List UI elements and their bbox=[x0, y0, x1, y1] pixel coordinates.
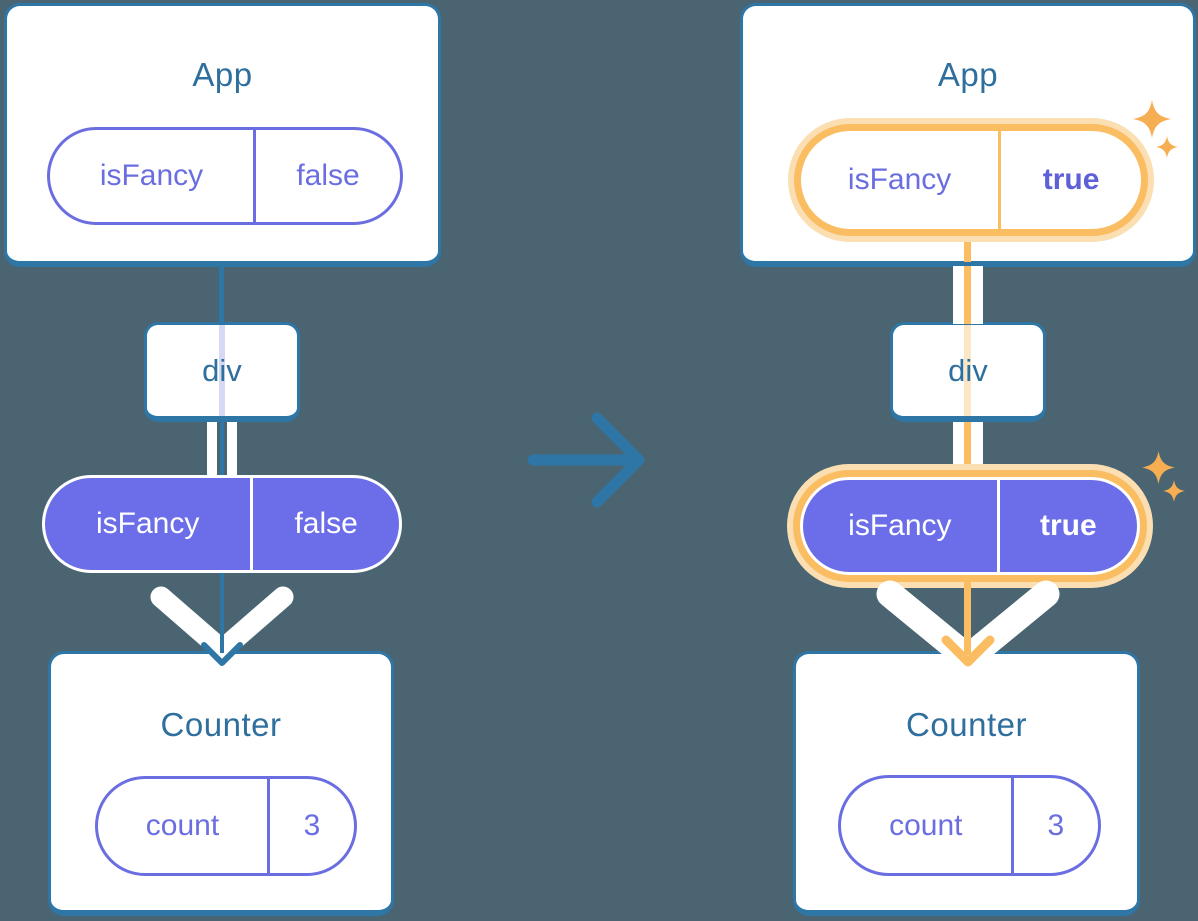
sparkle-icon bbox=[1133, 100, 1171, 138]
before-div-box: div bbox=[144, 322, 300, 422]
before-counter-state-name: count bbox=[145, 809, 220, 842]
after-arrowhead-icon bbox=[941, 635, 995, 667]
before-pipe-core-line bbox=[220, 422, 224, 478]
before-pipe-white-rail-left bbox=[207, 422, 217, 478]
after-pipe-white-rail-left bbox=[953, 422, 964, 480]
after-prop-pill: isFancy true bbox=[800, 477, 1140, 575]
sparkle-icon bbox=[1142, 451, 1175, 484]
after-counter-state-name: count bbox=[889, 808, 963, 842]
before-counter-title: Counter bbox=[160, 706, 282, 743]
after-counter-title: Counter bbox=[906, 706, 1027, 743]
after-app-card: App isFancy true bbox=[740, 3, 1196, 267]
before-app-div-edge-line bbox=[219, 266, 224, 324]
before-app-title: App bbox=[192, 56, 253, 93]
before-prop-pill: isFancy false bbox=[42, 475, 402, 573]
before-prop-pill-value: false bbox=[250, 478, 399, 570]
before-app-card: App isFancy false bbox=[4, 3, 441, 267]
sparkle-icon bbox=[1156, 136, 1178, 158]
after-counter-card: Counter count 3 bbox=[793, 651, 1140, 916]
transition-arrow-icon bbox=[527, 412, 645, 508]
before-app-prop-name: isFancy bbox=[99, 159, 204, 192]
before-arrowhead-icon bbox=[201, 642, 243, 666]
after-edge-white-rail-right bbox=[971, 266, 983, 324]
before-counter-card: Counter count 3 bbox=[48, 651, 394, 916]
after-prop-pill-name: isFancy bbox=[848, 509, 952, 542]
before-arrow-shaft-line bbox=[220, 573, 224, 653]
after-app-prop-name: isFancy bbox=[847, 163, 952, 196]
before-counter-state-value: 3 bbox=[266, 779, 354, 873]
before-counter-state-pill: count 3 bbox=[95, 776, 357, 876]
before-prop-pill-name: isFancy bbox=[95, 507, 200, 540]
before-app-prop-pill: isFancy false bbox=[47, 127, 403, 225]
after-edge-white-rail-left bbox=[953, 266, 964, 324]
after-app-inner-prop-line bbox=[964, 235, 971, 262]
after-counter-state-value: 3 bbox=[1010, 778, 1098, 873]
before-app-prop-value: false bbox=[253, 130, 400, 222]
before-pipe-white-rail-right bbox=[227, 422, 237, 478]
before-prop-pass-through-line bbox=[219, 325, 225, 416]
before-div-label: div bbox=[202, 352, 242, 388]
after-app-prop-value: true bbox=[998, 131, 1141, 229]
after-pipe-white-rail-right bbox=[971, 422, 983, 480]
after-prop-pass-through-line bbox=[964, 325, 971, 416]
after-prop-pill-value: true bbox=[996, 480, 1137, 572]
after-app-prop-pill: isFancy true bbox=[794, 124, 1148, 236]
after-div-box: div bbox=[890, 322, 1046, 422]
after-pipe-prop-line bbox=[964, 422, 971, 480]
after-app-title: App bbox=[937, 56, 999, 93]
after-counter-state-pill: count 3 bbox=[838, 775, 1101, 876]
after-div-label: div bbox=[948, 352, 988, 388]
sparkle-icon bbox=[1163, 480, 1185, 502]
after-edge-prop-line bbox=[964, 266, 971, 324]
after-arrow-shaft-line bbox=[964, 575, 971, 655]
